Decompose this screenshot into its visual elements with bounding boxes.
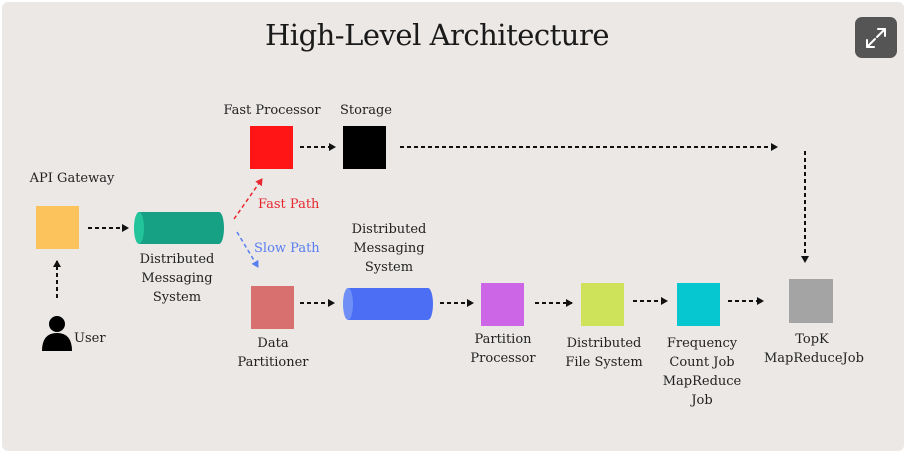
expand-button[interactable] bbox=[855, 17, 897, 58]
arrow-fast-path bbox=[233, 178, 263, 220]
storage-label: Storage bbox=[340, 103, 392, 118]
distributed-file-system-node bbox=[581, 283, 624, 326]
frequency-count-job-node bbox=[677, 283, 720, 326]
distributed-file-system-label: Distributed File System bbox=[565, 336, 643, 370]
fast-processor-label: Fast Processor bbox=[223, 103, 321, 118]
user-label: User bbox=[74, 331, 106, 346]
messaging-system-1-label: Distributed Messaging System bbox=[139, 252, 215, 305]
messaging-system-2-label: Distributed Messaging System bbox=[351, 222, 427, 275]
messaging-system-1-node bbox=[134, 212, 224, 244]
user-icon bbox=[42, 316, 72, 351]
messaging-system-2-node bbox=[343, 288, 433, 320]
storage-node bbox=[343, 126, 386, 169]
data-partitioner-node bbox=[251, 286, 294, 329]
topk-label: TopK MapReduceJob bbox=[764, 332, 864, 366]
page-title: High-Level Architecture bbox=[265, 18, 609, 52]
partition-processor-label: Partition Processor bbox=[470, 332, 536, 366]
fast-path-label: Fast Path bbox=[258, 197, 320, 212]
api-gateway-node bbox=[36, 206, 79, 249]
frequency-count-job-label: Frequency Count Job MapReduce Job bbox=[662, 336, 742, 408]
partition-processor-node bbox=[481, 283, 524, 326]
expand-icon bbox=[866, 28, 886, 48]
api-gateway-label: API Gateway bbox=[29, 171, 115, 186]
fast-processor-node bbox=[250, 126, 293, 169]
slow-path-label: Slow Path bbox=[254, 241, 320, 256]
topk-node bbox=[789, 279, 833, 323]
data-partitioner-label: Data Partitioner bbox=[237, 336, 309, 370]
